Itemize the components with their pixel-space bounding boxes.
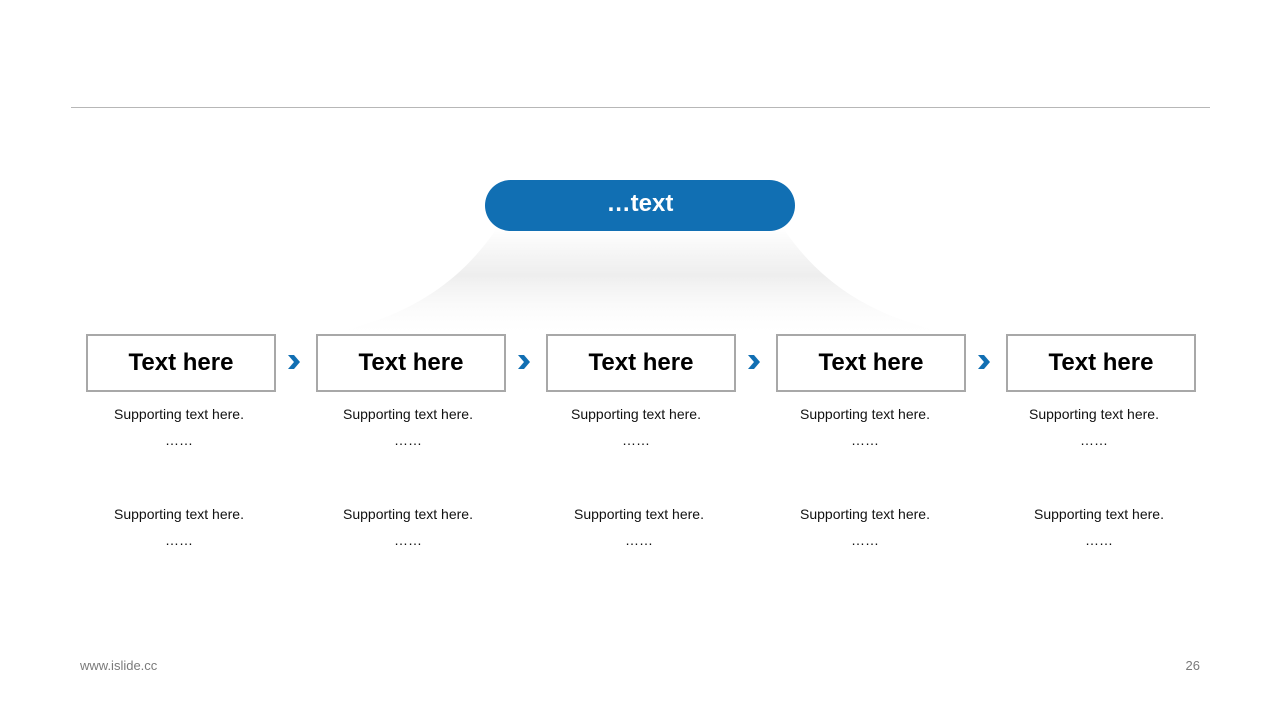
support-text: Supporting text here. [1029,406,1159,422]
support-text: Supporting text here. [574,506,704,522]
header-pill: …text [485,180,795,231]
support-ellipsis: …… [625,532,653,548]
support-ellipsis: …… [622,432,650,448]
support-text: Supporting text here. [343,506,473,522]
step-box-3: Text here [546,334,736,392]
support-text-block: Supporting text here. …… [529,501,749,553]
support-ellipsis: …… [1085,532,1113,548]
support-text-block: Supporting text here. …… [755,401,975,453]
support-ellipsis: …… [394,432,422,448]
support-ellipsis: …… [394,532,422,548]
step-box-2: Text here [316,334,506,392]
support-text: Supporting text here. [343,406,473,422]
chevron-right-icon [978,355,990,369]
step-box-4: Text here [776,334,966,392]
support-text: Supporting text here. [114,406,244,422]
support-text-block: Supporting text here. …… [989,501,1209,553]
support-text-block: Supporting text here. …… [298,401,518,453]
support-ellipsis: …… [165,432,193,448]
step-box-5: Text here [1006,334,1196,392]
support-text-block: Supporting text here. …… [526,401,746,453]
support-text-block: Supporting text here. …… [298,501,518,553]
chevron-right-icon [518,355,530,369]
support-ellipsis: …… [165,532,193,548]
support-ellipsis: …… [1080,432,1108,448]
support-text-block: Supporting text here. …… [984,401,1204,453]
support-ellipsis: …… [851,432,879,448]
support-text: Supporting text here. [800,406,930,422]
support-text-block: Supporting text here. …… [69,401,289,453]
support-text: Supporting text here. [800,506,930,522]
chevron-right-icon [288,355,300,369]
support-text: Supporting text here. [1034,506,1164,522]
page-number: 26 [1185,658,1200,673]
step-box-1: Text here [86,334,276,392]
footer-website[interactable]: www.islide.cc [80,658,158,673]
support-text-block: Supporting text here. …… [755,501,975,553]
support-ellipsis: …… [851,532,879,548]
support-text-block: Supporting text here. …… [69,501,289,553]
chevron-right-icon [748,355,760,369]
top-divider [71,107,1210,108]
support-text: Supporting text here. [571,406,701,422]
support-text: Supporting text here. [114,506,244,522]
